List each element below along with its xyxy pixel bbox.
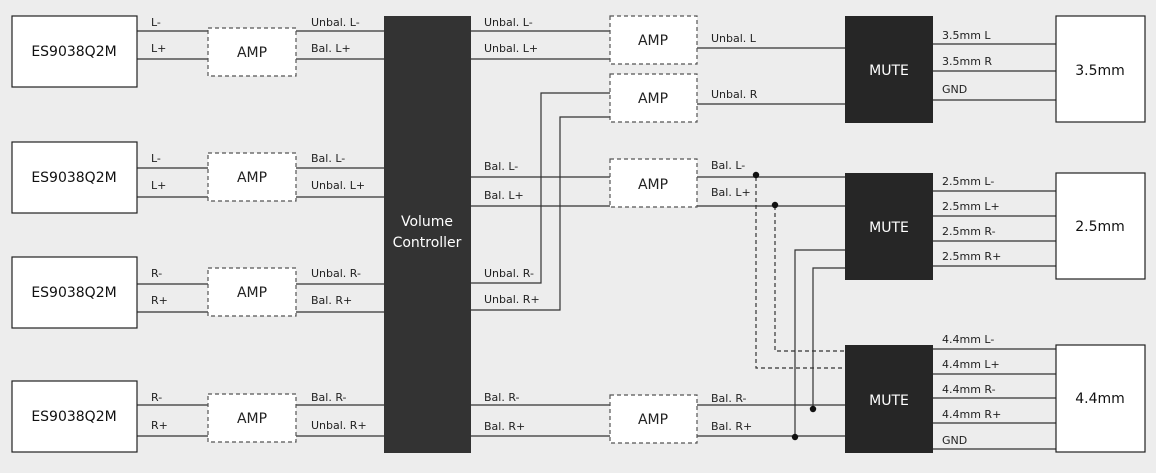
dac-pin-label: L+ — [151, 179, 166, 192]
signal-label: 4.4mm R- — [942, 383, 996, 396]
signal-label: 4.4mm L+ — [942, 358, 1000, 371]
mute-label: MUTE — [869, 63, 909, 79]
signal-label: 3.5mm R — [942, 55, 992, 68]
signal-label: 2.5mm R+ — [942, 250, 1001, 263]
signal-label: Unbal. R+ — [311, 419, 367, 432]
dac-pin-label: R- — [151, 267, 162, 280]
mute-label: MUTE — [869, 220, 909, 236]
signal-label: Bal. R- — [484, 391, 520, 404]
dac-pin-label: L- — [151, 152, 161, 165]
jack-3-5mm: 3.5mm — [1055, 15, 1146, 123]
volume-controller: Volume Controller — [384, 16, 471, 453]
output-amp-bal-r: AMP — [609, 394, 698, 444]
signal-label: 2.5mm L- — [942, 175, 994, 188]
dac-pin-label: R- — [151, 391, 162, 404]
input-amp-2: AMP Bal. L- Unbal. L+ — [207, 152, 365, 202]
junction-dot — [791, 433, 799, 441]
dac-1: ES9038Q2M L- L+ — [11, 15, 166, 88]
signal-label: GND — [942, 83, 967, 96]
signal-label: Unbal. L+ — [484, 42, 538, 55]
dac-label: ES9038Q2M — [31, 409, 116, 425]
mute-4-4mm: MUTE 4.4mm L- 4.4mm L+ 4.4mm R- 4.4mm R+… — [845, 333, 1001, 453]
signal-label: Unbal. R — [711, 88, 758, 101]
input-amp-4: AMP Bal. R- Unbal. R+ — [207, 391, 367, 443]
amp-label: AMP — [638, 177, 668, 193]
signal-label: Unbal. L+ — [311, 179, 365, 192]
dac-2: ES9038Q2M L- L+ — [11, 141, 166, 214]
junction-dot — [809, 405, 817, 413]
dac-3: ES9038Q2M R- R+ — [11, 256, 168, 329]
jack-2-5mm: 2.5mm — [1055, 172, 1146, 280]
signal-label: GND — [942, 434, 967, 447]
signal-label: 2.5mm R- — [942, 225, 996, 238]
signal-label: 4.4mm R+ — [942, 408, 1001, 421]
jack-label: 2.5mm — [1075, 219, 1125, 235]
signal-label: Bal. L- — [711, 159, 745, 172]
dac-pin-label: L- — [151, 16, 161, 29]
volume-controller-label-line2: Controller — [393, 235, 462, 251]
signal-label: Unbal. L- — [484, 16, 533, 29]
mute-2-5mm: MUTE 2.5mm L- 2.5mm L+ 2.5mm R- 2.5mm R+ — [845, 173, 1001, 280]
amp-label: AMP — [237, 170, 267, 186]
input-amp-3: AMP Unbal. R- Bal. R+ — [207, 267, 361, 317]
dac-pin-label: L+ — [151, 42, 166, 55]
signal-label: 4.4mm L- — [942, 333, 994, 346]
mute-label: MUTE — [869, 393, 909, 409]
vc-output-labels: Unbal. L- Unbal. L+ Bal. L- Bal. L+ Unba… — [484, 16, 540, 433]
amp-label: AMP — [237, 285, 267, 301]
output-amp-unbal-r: AMP — [609, 73, 698, 123]
signal-label: Bal. L- — [311, 152, 345, 165]
junction-dot — [771, 201, 779, 209]
signal-label: Bal. R- — [711, 392, 747, 405]
amp-label: AMP — [638, 412, 668, 428]
signal-label: Unbal. L — [711, 32, 757, 45]
output-amp-labels: Unbal. L Unbal. R Bal. L- Bal. L+ Bal. R… — [711, 32, 758, 433]
amp-label: AMP — [237, 45, 267, 61]
amp-label: AMP — [638, 91, 668, 107]
amp-label: AMP — [237, 411, 267, 427]
volume-controller-label-line1: Volume — [401, 214, 453, 230]
amp-label: AMP — [638, 33, 668, 49]
output-amp-bal-l: AMP — [609, 158, 698, 208]
signal-label: Unbal. L- — [311, 16, 360, 29]
signal-label: Bal. R+ — [711, 420, 752, 433]
signal-label: Unbal. R- — [484, 267, 534, 280]
dac-label: ES9038Q2M — [31, 44, 116, 60]
signal-label: Bal. L+ — [711, 186, 751, 199]
dac-label: ES9038Q2M — [31, 285, 116, 301]
signal-label: Bal. R- — [311, 391, 347, 404]
jack-label: 4.4mm — [1075, 391, 1125, 407]
input-amp-1: AMP Unbal. L- Bal. L+ — [207, 16, 360, 77]
signal-label: Bal. L- — [484, 160, 518, 173]
signal-label: 2.5mm L+ — [942, 200, 1000, 213]
signal-label: Unbal. R+ — [484, 293, 540, 306]
dac-4: ES9038Q2M R- R+ — [11, 380, 168, 453]
signal-label: Bal. L+ — [311, 42, 351, 55]
mute-3-5mm: MUTE 3.5mm L 3.5mm R GND — [845, 16, 992, 123]
junction-dot — [752, 171, 760, 179]
wires — [137, 30, 1057, 450]
signal-label: Bal. R+ — [311, 294, 352, 307]
signal-label: 3.5mm L — [942, 29, 991, 42]
jack-4-4mm: 4.4mm — [1055, 344, 1146, 453]
signal-label: Unbal. R- — [311, 267, 361, 280]
signal-label: Bal. L+ — [484, 189, 524, 202]
dac-label: ES9038Q2M — [31, 170, 116, 186]
jack-label: 3.5mm — [1075, 63, 1125, 79]
signal-label: Bal. R+ — [484, 420, 525, 433]
junction-dots — [752, 171, 817, 441]
dac-pin-label: R+ — [151, 419, 168, 432]
output-amp-unbal-l: AMP — [609, 15, 698, 65]
dac-pin-label: R+ — [151, 294, 168, 307]
